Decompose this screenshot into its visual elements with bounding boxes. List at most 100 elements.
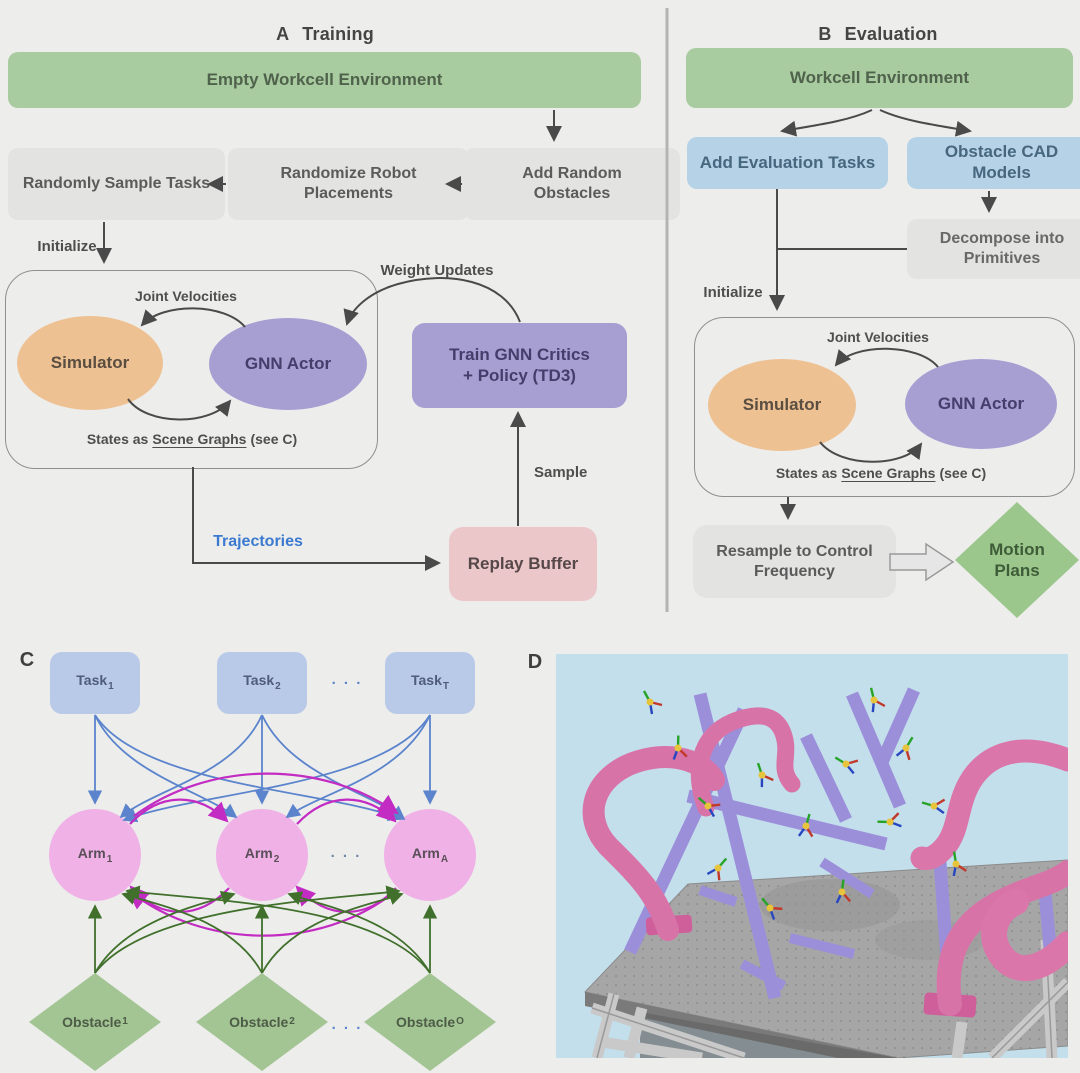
- edge-obst2-arma: [261, 891, 404, 974]
- gnn-actor-ellipse-b: GNN Actor: [905, 359, 1057, 449]
- edge-taskt-arm1: [122, 714, 431, 823]
- panel-a-title: A Training: [276, 24, 374, 45]
- panel-b-title: B Evaluation: [818, 24, 938, 45]
- workcell-environment-label: Workcell Environment: [789, 67, 970, 87]
- panel-c-letter: C: [19, 649, 35, 671]
- arm-2-label: Arm2: [244, 845, 280, 865]
- replay-buffer-box: Replay Buffer: [449, 527, 597, 601]
- panel-b-letter: B: [818, 24, 832, 45]
- edge-arm1-arm2-top: [129, 798, 229, 825]
- weight-updates-label: Weight Updates: [380, 262, 494, 279]
- beam: [800, 733, 852, 823]
- gnn-actor-label-a: GNN Actor: [244, 354, 332, 373]
- edge-task1-arm2: [94, 714, 238, 819]
- robot-arm-front-left: [582, 746, 725, 941]
- arm-a-label: ArmA: [411, 845, 449, 865]
- trajectories-label: Trajectories: [213, 533, 303, 551]
- joint-velocities-label-a: Joint Velocities: [135, 287, 237, 304]
- states-scene-graphs-label-a: States as Scene Graphs (see C): [86, 431, 298, 448]
- robot-arm-back-right: [910, 739, 1068, 871]
- gnn-actor-ellipse-a: GNN Actor: [209, 318, 367, 410]
- initialize-label-b: Initialize: [703, 284, 763, 301]
- add-random-obstacles-label: Add Random Obstacles: [522, 165, 622, 202]
- edge-taskt-arm2: [285, 714, 431, 819]
- beam: [686, 789, 888, 851]
- edge-task2-arma: [261, 714, 406, 821]
- edge-obst1-arm2: [94, 891, 236, 974]
- randomize-robot-placements-box: Randomize Robot Placements: [228, 148, 469, 220]
- edge-obsto-arm1: [125, 885, 431, 974]
- edge-obst2-arm1: [121, 891, 263, 974]
- initialize-label-a: Initialize: [37, 238, 97, 255]
- arm-1-node: Arm1: [49, 809, 141, 901]
- beam: [846, 691, 906, 809]
- obstacle-cad-models-label: Obstacle CAD Models: [944, 142, 1059, 182]
- obstacle-arm-edges: [87, 885, 438, 974]
- robot-arm-far-right: [981, 889, 1068, 981]
- robot-arms: [582, 707, 1068, 1018]
- edge-task1-arma: [94, 714, 403, 821]
- edge-task2-arm1: [119, 714, 263, 819]
- purple-blocks: [698, 857, 875, 991]
- gnn-actor-label-b: GNN Actor: [937, 394, 1025, 413]
- task-1-box: Task1: [50, 652, 140, 714]
- edge-arm2-arma-top: [296, 798, 397, 825]
- joint-velocities-label-b: Joint Velocities: [827, 328, 929, 345]
- randomly-sample-tasks-label: Randomly Sample Tasks: [22, 175, 211, 193]
- arm-ellipsis: . . .: [330, 844, 362, 861]
- add-evaluation-tasks-label: Add Evaluation Tasks: [699, 152, 876, 172]
- obstacle-cad-models-box: Obstacle CAD Models: [907, 137, 1080, 189]
- hollow-arrow-icon: [889, 542, 955, 582]
- task-1-label: Task1: [76, 672, 114, 693]
- arrow-workcell-to-eval-tasks: [780, 109, 873, 137]
- edge-obst1-arma: [94, 885, 401, 974]
- workcell-environment-box: Workcell Environment: [686, 48, 1073, 108]
- task-ellipsis: . . .: [331, 671, 363, 688]
- beam: [933, 861, 957, 1001]
- arm-2-node: Arm2: [216, 809, 308, 901]
- beam: [1037, 879, 1057, 949]
- panel-a-letter: A: [276, 24, 290, 45]
- panel-d-letter: D: [527, 651, 543, 673]
- task-t-box: TaskT: [385, 652, 475, 714]
- task-t-label: TaskT: [411, 672, 449, 693]
- sky-background: [556, 654, 1068, 1058]
- obstacle-ellipsis: . . .: [331, 1016, 363, 1033]
- sample-label: Sample: [534, 464, 588, 481]
- edge-arm2-arm1-bottom: [129, 885, 230, 913]
- beam: [693, 692, 782, 1000]
- arm-1-label: Arm1: [77, 845, 113, 865]
- purple-beams: [624, 687, 1057, 1001]
- evaluation-loop-container: [694, 317, 1075, 497]
- arrow-workcell-to-cad: [879, 109, 972, 137]
- robot-arm-back-left: [690, 707, 801, 817]
- task-2-label: Task2: [243, 672, 281, 693]
- simulator-label-a: Simulator: [50, 353, 130, 372]
- randomly-sample-tasks-box: Randomly Sample Tasks: [8, 148, 225, 220]
- randomize-robot-placements-label: Randomize Robot Placements: [280, 165, 417, 202]
- resample-line1: Resample to Control: [716, 542, 873, 560]
- resample-frequency-box: Resample to Control Frequency: [693, 525, 896, 598]
- task-2-box: Task2: [217, 652, 307, 714]
- simulator-label-b: Simulator: [742, 395, 822, 414]
- decompose-primitives-label: Decompose into Primitives: [939, 230, 1065, 267]
- panel-d-render: [556, 654, 1068, 1058]
- empty-workcell-box: Empty Workcell Environment: [8, 52, 641, 108]
- add-random-obstacles-box: Add Random Obstacles: [464, 148, 680, 220]
- task-arm-edges: [87, 714, 438, 823]
- robot-arm-front-right: [936, 860, 1068, 1016]
- beam: [876, 687, 920, 765]
- arm-a-node: ArmA: [384, 809, 476, 901]
- training-loop-container: [5, 270, 378, 469]
- train-gnn-critics-box: Train GNN Critics + Policy (TD3): [412, 323, 627, 408]
- resample-line2: Frequency: [754, 562, 835, 580]
- table-frame-lines: [591, 939, 1068, 1058]
- decompose-primitives-box: Decompose into Primitives: [907, 219, 1080, 279]
- table-frame: [590, 939, 1068, 1058]
- motion-plans-label: Motion Plans: [989, 539, 1045, 580]
- replay-buffer-label: Replay Buffer: [467, 553, 579, 573]
